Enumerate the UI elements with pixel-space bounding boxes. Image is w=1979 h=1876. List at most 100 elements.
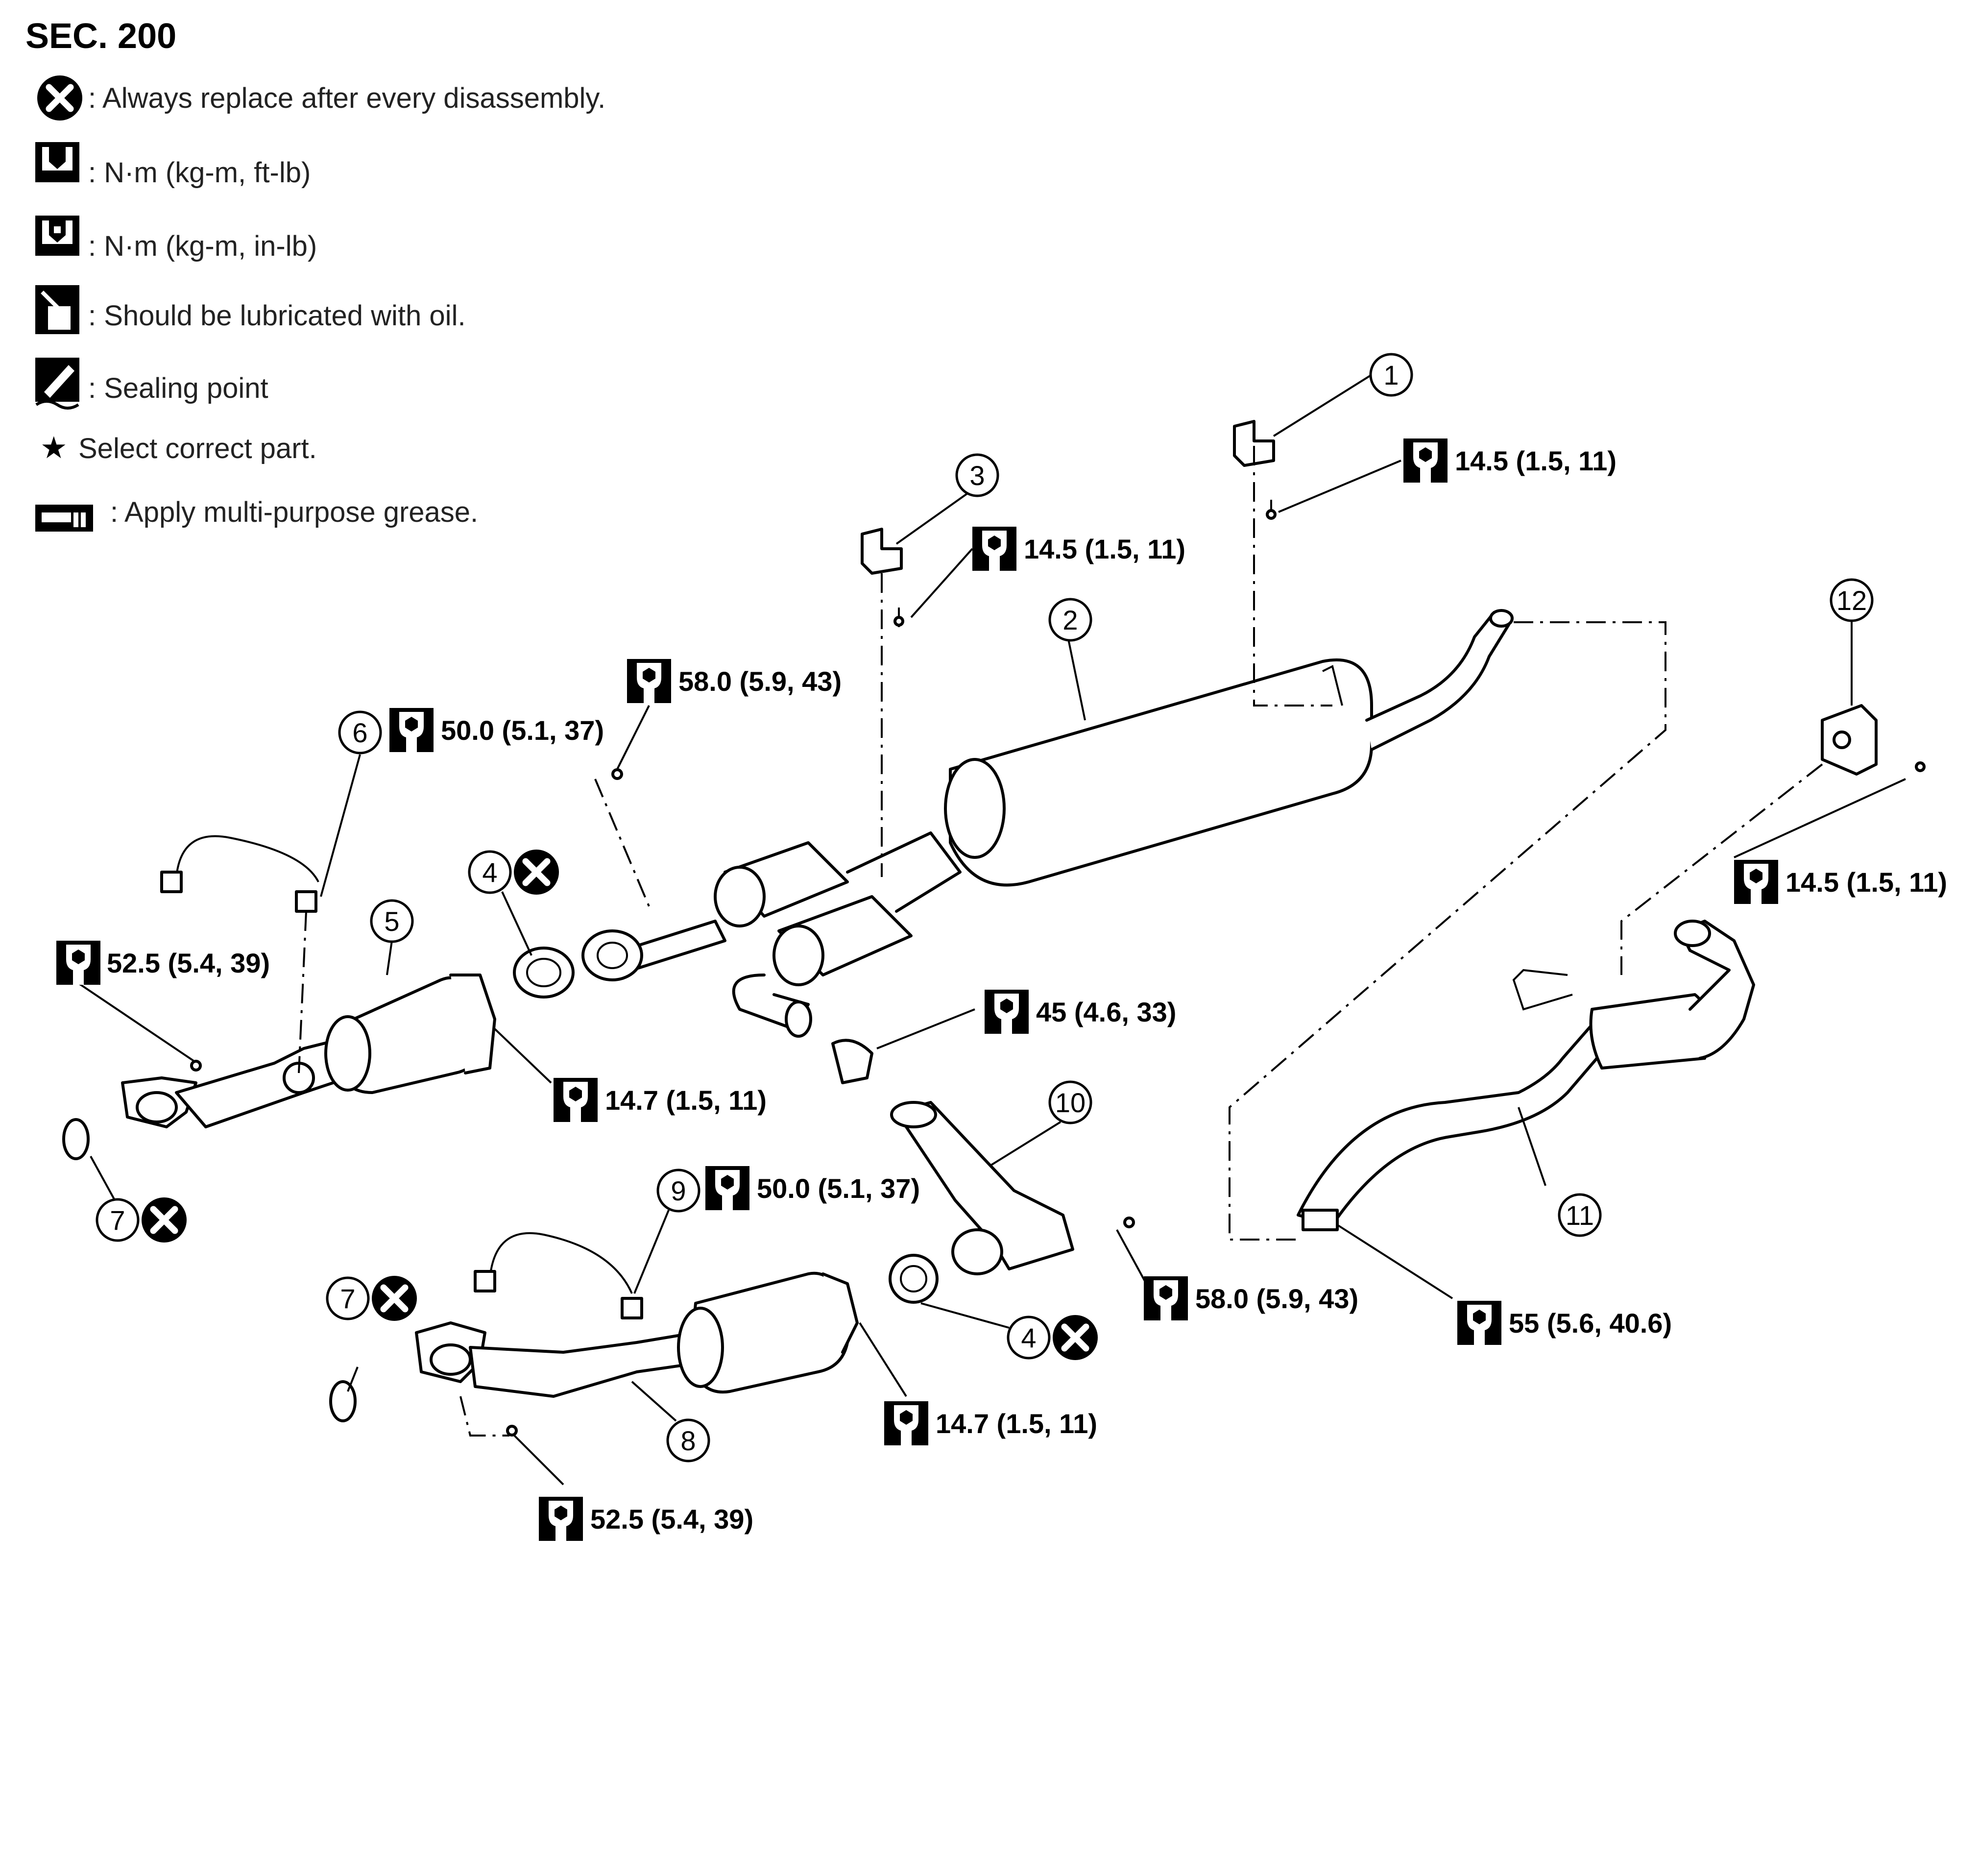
mounting-bracket-1 [1233, 420, 1277, 520]
replace-x-icon [37, 75, 82, 121]
torque-value: 52.5 (5.4, 39) [107, 948, 270, 978]
callout-8: 8 [666, 1418, 710, 1462]
callout-1: 1 [1369, 353, 1413, 397]
assembly-guide-lines [298, 446, 1823, 1437]
torque-label: 52.5 (5.4, 39) [539, 1497, 753, 1541]
torque-value: 52.5 (5.4, 39) [590, 1504, 753, 1535]
torque-wrench-icon [539, 1497, 583, 1541]
star-icon: ★ [40, 430, 68, 465]
legend-torque-ftlb-text: : N·m (kg-m, ft-lb) [88, 157, 311, 189]
callout-3: 3 [955, 453, 999, 497]
torque-wrench-icon [1457, 1301, 1501, 1345]
torque-value: 58.0 (5.9, 43) [1195, 1283, 1358, 1314]
replace-x-icon [514, 850, 559, 895]
torque-label: 50.0 (5.1, 37) [389, 708, 604, 752]
callout-12: 12 [1830, 578, 1874, 622]
legend-replace-text: : Always replace after every disassembly… [88, 82, 605, 114]
torque-label: 52.5 (5.4, 39) [56, 941, 270, 985]
callout-9-number: 9 [671, 1175, 686, 1206]
torque-label: 14.7 (1.5, 11) [884, 1401, 1097, 1445]
legend-star-text: Select correct part. [78, 433, 317, 464]
callout-12-number: 12 [1836, 585, 1867, 616]
torque-label: 14.5 (1.5, 11) [1734, 860, 1947, 904]
callout-5-number: 5 [384, 906, 399, 937]
torque-wrench-icon [1734, 860, 1778, 904]
torque-wrench-icon [972, 527, 1016, 571]
torque-value: 14.5 (1.5, 11) [1455, 445, 1617, 476]
mounting-bracket-12 [1821, 704, 1926, 776]
legend-grease-text: : Apply multi-purpose grease. [110, 496, 478, 528]
torque-label: 58.0 (5.9, 43) [1144, 1276, 1358, 1320]
o-ring-lower [329, 1380, 357, 1422]
torque-wrench-icon [1144, 1276, 1188, 1320]
replace-x-icon [142, 1197, 187, 1243]
callout-2: 2 [1048, 598, 1092, 642]
torque-value: 14.7 (1.5, 11) [605, 1085, 767, 1116]
legend-oil-text: : Should be lubricated with oil. [88, 300, 466, 332]
callout-11: 11 [1558, 1193, 1602, 1237]
sealant-icon [35, 358, 79, 410]
heated-oxygen-sensor-upper [160, 835, 319, 913]
callout-2-number: 2 [1062, 605, 1078, 635]
torque-value: 58.0 (5.9, 43) [678, 666, 842, 697]
torque-wrench-icon [985, 990, 1029, 1034]
gasket-upper [513, 929, 643, 999]
section-title: SEC. 200 [25, 17, 176, 56]
torque-wrench-icon [1403, 439, 1448, 483]
callout-10-number: 10 [1055, 1087, 1086, 1118]
front-tube-upper [121, 974, 496, 1128]
legend-sealing-text: : Sealing point [88, 372, 268, 404]
bolts-and-clamps [190, 768, 1135, 1437]
callout-7-lower: 7 [326, 1276, 417, 1321]
torque-wrench-inlb-icon [35, 216, 79, 256]
front-tube-lower [415, 1271, 859, 1398]
torque-value: 14.5 (1.5, 11) [1024, 534, 1185, 564]
mounting-bracket-3 [861, 528, 904, 627]
callout-4-lower: 4 [1007, 1315, 1098, 1360]
torque-label: 14.5 (1.5, 11) [972, 527, 1185, 571]
callout-5: 5 [370, 899, 414, 943]
grease-icon [35, 505, 93, 532]
callout-9: 9 [656, 1169, 700, 1213]
callout-6: 6 [338, 710, 382, 755]
torque-wrench-icon [705, 1166, 749, 1210]
torque-wrench-icon [56, 941, 100, 985]
callout-4-number: 4 [482, 857, 497, 888]
torque-wrench-icon [554, 1078, 598, 1122]
center-pipe-assembly [621, 831, 962, 1038]
replace-x-icon [372, 1276, 417, 1321]
legend-torque-inlb-text: : N·m (kg-m, in-lb) [88, 230, 317, 262]
leader-lines [72, 374, 1906, 1486]
torque-label: 45 (4.6, 33) [985, 990, 1176, 1034]
torque-wrench-icon [884, 1401, 928, 1445]
callout-8-number: 8 [680, 1425, 696, 1456]
torque-value: 45 (4.6, 33) [1036, 997, 1176, 1027]
torque-label: 55 (5.6, 40.6) [1457, 1301, 1672, 1345]
oil-can-icon [35, 285, 79, 334]
callout-1-number: 1 [1383, 360, 1399, 390]
gasket-lower [889, 1254, 939, 1304]
callout-7-number: 7 [340, 1283, 355, 1314]
torque-wrench-icon [35, 142, 79, 182]
torque-value: 14.7 (1.5, 11) [936, 1408, 1097, 1439]
callout-4-upper: 4 [468, 850, 559, 895]
torque-label: 14.7 (1.5, 11) [554, 1078, 767, 1122]
callout-6-number: 6 [352, 717, 367, 748]
connector-tube [890, 1101, 1074, 1275]
legend: : Always replace after every disassembly… [35, 75, 605, 532]
torque-value: 14.5 (1.5, 11) [1786, 867, 1947, 898]
torque-label: 14.5 (1.5, 11) [1403, 439, 1617, 483]
main-muffler [944, 609, 1514, 887]
torque-value: 50.0 (5.1, 37) [757, 1173, 920, 1204]
o-ring-upper [62, 1118, 90, 1160]
callout-11-number: 11 [1566, 1200, 1594, 1231]
torque-wrench-icon [627, 659, 671, 703]
callout-10: 10 [1048, 1080, 1092, 1124]
callout-7-upper: 7 [96, 1197, 187, 1243]
torque-label: 58.0 (5.9, 43) [627, 659, 842, 703]
torque-label: 50.0 (5.1, 37) [705, 1166, 920, 1210]
torque-value: 55 (5.6, 40.6) [1509, 1308, 1672, 1339]
replace-x-icon [1053, 1315, 1098, 1360]
torque-wrench-icon [389, 708, 434, 752]
